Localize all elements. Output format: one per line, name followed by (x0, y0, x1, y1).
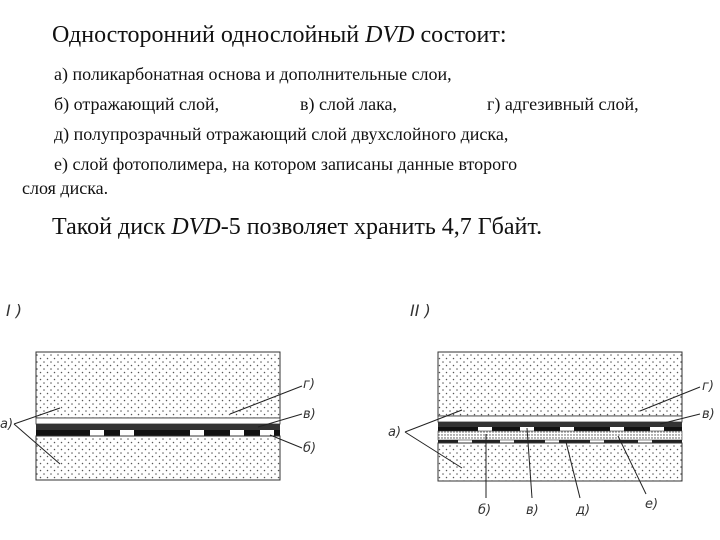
label-d-2: д) (575, 503, 590, 518)
bottom-substrate (35, 435, 281, 481)
item-a: а) поликарбонатная основа и дополнительн… (54, 64, 452, 84)
footer-text: Такой диск DVD-5 позволяет хранить 4,7 Г… (52, 214, 542, 241)
lacquer-layer (36, 424, 280, 430)
label-e-2: е) (645, 497, 658, 512)
item-e-line1: е) слой фотополимера, на котором записан… (54, 154, 518, 174)
label-v-2: в) (702, 407, 715, 422)
label-a: а) (0, 417, 13, 432)
footer-prefix: Такой диск (52, 214, 172, 240)
item-v: в) слой лака, (300, 94, 398, 114)
label-v: в) (303, 407, 316, 422)
label-g: г) (303, 377, 315, 392)
item-d: д) полупрозрачный отражающий слой двухсл… (54, 124, 509, 144)
label-g-2: г) (702, 379, 714, 394)
heading: Односторонний однослойный DVD состоит: (52, 22, 507, 49)
diagram-right: II ) г) в) а) б) в) д) е) (388, 301, 715, 518)
item-b: б) отражающий слой, (54, 94, 220, 114)
adhesive-layer (35, 417, 281, 425)
dvd-cross-section-diagrams: I ) г) в) а) б) II ) г) в) а) б) в) (0, 301, 715, 518)
heading-prefix: Односторонний однослойный (52, 22, 366, 48)
top-substrate-2 (437, 351, 683, 417)
photopolymer-layer (437, 430, 683, 441)
footer-dvd: DVD (171, 214, 221, 240)
label-b: б) (303, 441, 316, 456)
label-v2-2: в) (526, 503, 539, 518)
diagram-left-title: I ) (6, 301, 22, 320)
item-g: г) адгезивный слой, (487, 94, 639, 114)
bottom-substrate-2 (437, 442, 683, 482)
heading-dvd: DVD (365, 22, 415, 48)
footer-suffix: -5 позволяет хранить 4,7 Гбайт. (220, 214, 543, 240)
label-a-2: а) (388, 425, 401, 440)
adhesive-layer-2 (437, 415, 683, 423)
item-e-line2: слоя диска. (22, 178, 109, 198)
diagram-left: I ) г) в) а) б) (0, 301, 316, 481)
diagram-right-title: II ) (410, 301, 431, 320)
top-substrate (35, 351, 281, 419)
heading-suffix: состоит: (414, 22, 507, 48)
lacquer-layer-2 (438, 422, 682, 427)
label-b-2: б) (478, 503, 491, 518)
